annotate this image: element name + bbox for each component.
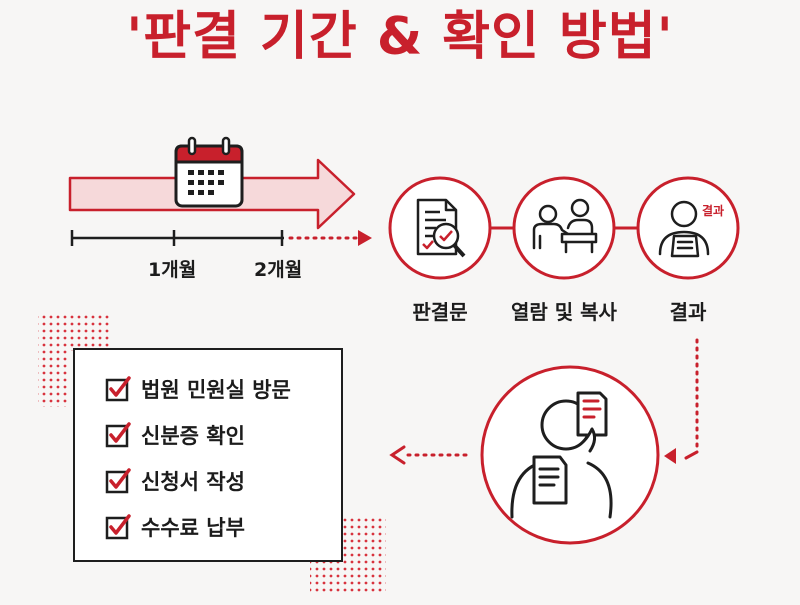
- step-circle-result: [636, 176, 740, 280]
- checklist-item-label: 신분증 확인: [141, 424, 245, 448]
- checklist-box: 법원 민원실 방문 신분증 확인 신청서 작성 수수료 납부: [73, 348, 343, 562]
- review-connector-arrowhead: [389, 445, 406, 465]
- result-connector-turn: [684, 450, 699, 460]
- checkbox-checked-icon: [105, 376, 131, 402]
- dot-grid-top-left: [38, 313, 110, 351]
- step-label-judgment: 판결문: [412, 300, 468, 324]
- timeline-axis: [70, 230, 284, 246]
- checklist-item: 수수료 납부: [105, 510, 245, 544]
- review-circle: [480, 365, 660, 545]
- timeline-tick-1-label: 1개월: [148, 259, 197, 281]
- calendar-icon: [174, 136, 244, 208]
- checklist-item-label: 수수료 납부: [141, 516, 245, 540]
- step-label-reading: 열람 및 복사: [511, 300, 617, 324]
- page-title: '판결 기간 & 확인 방법': [126, 7, 674, 67]
- checklist-item-label: 법원 민원실 방문: [141, 378, 291, 402]
- result-person-icon: [658, 200, 710, 258]
- judgment-document-icon: [416, 198, 466, 258]
- reading-copying-icon: [532, 198, 598, 254]
- checklist-item: 신청서 작성: [105, 464, 245, 498]
- reviewing-person-icon: [510, 391, 613, 519]
- timeline-connector-arrowhead: [358, 230, 372, 246]
- checklist-item: 법원 민원실 방문: [105, 372, 291, 406]
- checkbox-checked-icon: [105, 422, 131, 448]
- result-tag: 결과: [702, 204, 725, 218]
- step-label-result: 결과: [669, 300, 707, 324]
- timeline-tick-2-label: 2개월: [254, 259, 303, 281]
- checklist-item: 신분증 확인: [105, 418, 245, 452]
- step-circle-judgment: [388, 176, 492, 280]
- checkbox-checked-icon: [105, 468, 131, 494]
- step-circle-reading: [512, 176, 616, 280]
- result-connector-arrowhead: [664, 448, 676, 464]
- dot-grid-left: [38, 351, 68, 407]
- checklist-item-label: 신청서 작성: [141, 470, 245, 494]
- checkbox-checked-icon: [105, 514, 131, 540]
